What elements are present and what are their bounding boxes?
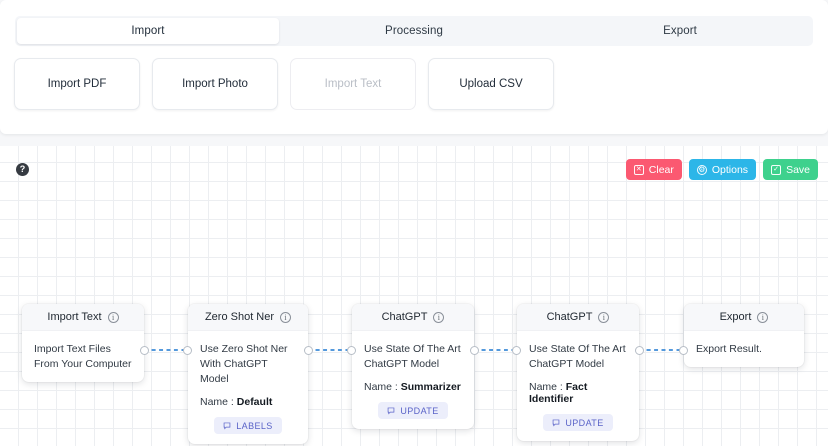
square-x-icon: ✕ <box>633 164 644 175</box>
info-icon[interactable]: i <box>757 311 769 323</box>
stage-tabbar: Import Processing Export <box>15 16 813 46</box>
node-title: Export <box>719 311 752 323</box>
import-button-import-photo[interactable]: Import Photo <box>152 58 278 110</box>
tab-processing[interactable]: Processing <box>385 25 443 37</box>
node-output-port[interactable] <box>304 346 313 355</box>
node-title: Import Text <box>47 311 102 323</box>
info-icon[interactable]: i <box>107 311 119 323</box>
node-action-wrap: UPDATE <box>364 402 462 419</box>
node-update-button[interactable]: UPDATE <box>543 414 613 431</box>
node-header[interactable]: Import Text i <box>22 304 144 331</box>
node-action-wrap: UPDATE <box>529 414 627 431</box>
tag-icon <box>388 407 395 415</box>
clear-button-label: Clear <box>648 163 674 176</box>
tag-icon <box>553 419 560 427</box>
gear-icon: ⚙ <box>696 164 707 175</box>
node-name-row: Name : Default <box>200 396 296 408</box>
node-action-label: LABELS <box>236 420 273 431</box>
node-name-value: Fact Identifier <box>529 381 588 405</box>
node-name-label: Name : <box>200 396 234 408</box>
node-input-port[interactable] <box>183 346 192 355</box>
node-action-label: UPDATE <box>400 405 439 416</box>
node-title: Zero Shot Ner <box>204 311 275 323</box>
help-icon[interactable]: ? <box>16 163 29 176</box>
node-name-value: Default <box>236 396 273 408</box>
clear-button[interactable]: ✕ Clear <box>625 159 682 180</box>
tab-import[interactable]: Import <box>17 18 279 44</box>
node-title: ChatGPT <box>546 311 593 323</box>
node-name-row: Name : Fact Identifier <box>529 381 627 405</box>
import-button-upload-csv[interactable]: Upload CSV <box>428 58 554 110</box>
node-name-row: Name : Summarizer <box>364 381 462 393</box>
canvas-toolbar: ✕ Clear ⚙ Options ✓ Save <box>625 159 818 180</box>
save-button-label: Save <box>786 163 810 176</box>
node-description: Export Result. <box>696 343 762 355</box>
tag-icon <box>223 422 231 430</box>
node-description: Use Zero Shot Ner With ChatGPT Model <box>200 343 288 385</box>
node-name-label: Name : <box>364 381 398 393</box>
import-button-import-pdf[interactable]: Import PDF <box>14 58 140 110</box>
import-button-import-text: Import Text <box>290 58 416 110</box>
node-input-port[interactable] <box>347 346 356 355</box>
info-icon[interactable]: i <box>433 311 445 323</box>
node-input-port[interactable] <box>679 346 688 355</box>
node-output-port[interactable] <box>140 346 149 355</box>
node-title: ChatGPT <box>381 311 428 323</box>
node-description: Use State Of The Art ChatGPT Model <box>529 343 626 370</box>
info-icon[interactable]: i <box>280 311 292 323</box>
options-button-label: Options <box>711 163 749 176</box>
node-header[interactable]: ChatGPT i <box>517 304 639 331</box>
node-action-label: UPDATE <box>565 417 604 428</box>
node-body: Import Text Files From Your Computer <box>22 331 144 382</box>
node-body: Export Result. <box>684 331 804 367</box>
node-update-button[interactable]: UPDATE <box>378 402 448 419</box>
node-header[interactable]: Zero Shot Ner i <box>188 304 308 331</box>
node-labels-button[interactable]: LABELS <box>214 417 282 434</box>
node-name-label: Name : <box>529 381 563 393</box>
node-name-value: Summarizer <box>400 381 461 393</box>
node-input-port[interactable] <box>512 346 521 355</box>
tab-export[interactable]: Export <box>663 25 697 37</box>
node-output-port[interactable] <box>635 346 644 355</box>
square-check-icon: ✓ <box>771 164 782 175</box>
info-icon[interactable]: i <box>598 311 610 323</box>
node-description: Import Text Files From Your Computer <box>34 343 132 370</box>
node-output-port[interactable] <box>470 346 479 355</box>
options-button[interactable]: ⚙ Options <box>688 159 757 180</box>
node-action-wrap: LABELS <box>200 417 296 434</box>
node-header[interactable]: ChatGPT i <box>352 304 474 331</box>
node-description: Use State Of The Art ChatGPT Model <box>364 343 461 370</box>
save-button[interactable]: ✓ Save <box>763 159 818 180</box>
